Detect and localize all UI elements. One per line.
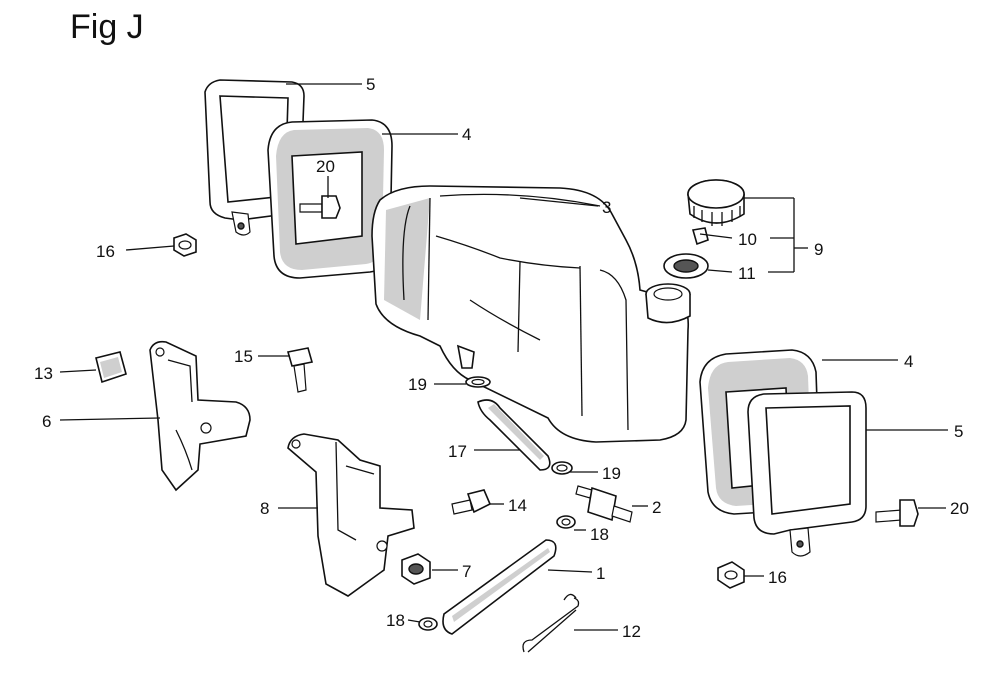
callout-9: 9	[814, 240, 823, 259]
leader-lines	[59, 83, 948, 631]
callout-16-right: 16	[768, 568, 787, 587]
callout-10: 10	[738, 230, 757, 249]
callout-5-left: 5	[366, 75, 375, 94]
part-20-right-bolt	[875, 499, 919, 527]
part-13-rubber-pad	[95, 351, 127, 384]
figure-title: Fig J	[70, 8, 144, 46]
part-17-fuel-hose	[477, 399, 551, 471]
callout-5-right: 5	[954, 422, 963, 441]
part-3-fuel-tank	[371, 185, 691, 443]
callout-18-lower: 18	[386, 611, 405, 630]
callout-19-lower: 19	[602, 464, 621, 483]
callout-20-right: 20	[950, 499, 969, 518]
callout-8: 8	[260, 499, 269, 518]
callout-4-left: 4	[462, 125, 471, 144]
callout-4-right: 4	[904, 352, 913, 371]
callout-18-upper: 18	[590, 525, 609, 544]
callout-12: 12	[622, 622, 641, 641]
part-5-right-frame	[747, 391, 867, 557]
part-7-collar-nut	[401, 553, 431, 585]
callout-16-left: 16	[96, 242, 115, 261]
part-15-bolt	[286, 347, 314, 393]
part-6-tank-bracket	[149, 340, 251, 492]
part-20-left-bolt	[299, 195, 341, 219]
part-11-filler-gasket	[663, 253, 709, 279]
part-16-right-nut	[717, 561, 745, 589]
part-10-cap-seal	[691, 227, 709, 246]
part-19-lower-clamp	[551, 461, 573, 475]
part-18-upper-clamp	[556, 515, 576, 529]
callout-14: 14	[508, 496, 527, 515]
part-9-fuel-cap	[687, 179, 745, 226]
callout-2: 2	[652, 498, 661, 517]
callout-19-upper: 19	[408, 375, 427, 394]
part-1-fuel-hose	[442, 539, 557, 635]
part-19-upper-clamp	[465, 376, 491, 388]
part-2-fuel-filter	[575, 485, 633, 523]
callout-13: 13	[34, 364, 53, 383]
part-12-retaining-clip	[522, 593, 580, 653]
callout-1: 1	[596, 564, 605, 583]
callout-7: 7	[462, 562, 471, 581]
part-14-bolt	[451, 489, 492, 515]
callout-11: 11	[738, 264, 756, 283]
callout-15: 15	[234, 347, 253, 366]
part-18-lower-clamp	[418, 617, 438, 631]
callout-17: 17	[448, 442, 467, 461]
callout-6: 6	[42, 412, 51, 431]
callout-20-left: 20	[316, 157, 335, 176]
callout-3: 3	[602, 198, 611, 217]
part-8-lower-bracket	[287, 433, 415, 597]
part-16-left-nut	[173, 233, 197, 257]
